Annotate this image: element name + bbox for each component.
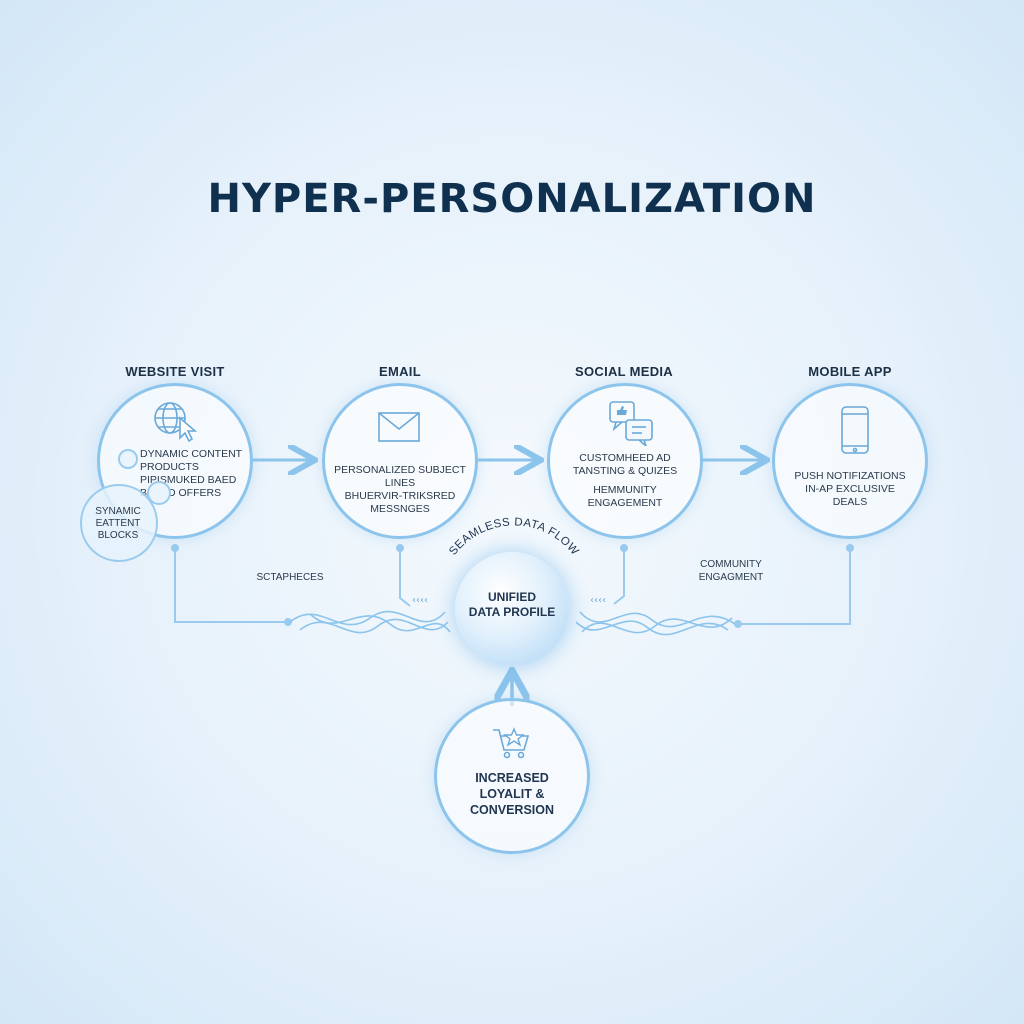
email-line-1: PERSONALIZED SUBJECT LINES (334, 464, 466, 489)
mobile-line-1: PUSH NOTIFIZATIONS (794, 470, 906, 482)
connector-mobile (738, 548, 851, 625)
outcome-circle (434, 698, 590, 854)
chat-bubbles-icon (609, 401, 653, 446)
social-line-2: TANSTING & QUIZES (572, 465, 678, 477)
envelope-icon (378, 412, 420, 442)
outcome-text: INCREASED LOYALIT & CONVERSION (436, 770, 588, 818)
unified-profile-text: UNIFIED DATA PROFILE (455, 590, 569, 620)
outcome-line-2: LOYALIT & (479, 787, 545, 801)
website-line-2: PRODUCTS (140, 461, 199, 473)
outcome-line-3: CONVERSION (469, 803, 555, 817)
stage-circle-social (547, 383, 703, 539)
stage-label-social: SOCIAL MEDIA (575, 364, 673, 379)
globe-cursor-icon (154, 402, 198, 442)
social-line-1: CUSTOMHEED AD (579, 452, 671, 464)
stage-circle-mobile (772, 383, 928, 539)
bubble-text: SYNAMIC EATTENT BLOCKS (80, 506, 156, 542)
stage-label-mobile: MOBILE APP (808, 364, 892, 379)
center-line-1: UNIFIED (488, 590, 536, 604)
mobile-line-3: DEALS (832, 496, 868, 508)
bubble-line-2: EATTENT (95, 518, 141, 529)
connector-email (399, 548, 411, 607)
bubble-connector-dot (147, 481, 171, 505)
stage-label-website: WEBSITE VISIT (125, 364, 225, 379)
data-flow-waves (289, 610, 736, 636)
social-text: CUSTOMHEED AD TANSTING & QUIZES HEMMUNIT… (547, 452, 703, 510)
page-title: HYPER-PERSONALIZATION (207, 176, 817, 222)
connector-social (613, 548, 625, 605)
mobile-text: PUSH NOTIFIZATIONS IN-AP EXCLUSIVE DEALS (772, 470, 928, 509)
flow-label-right-line-2: ENGAGMENT (698, 572, 764, 583)
mobile-line-2: IN-AP EXCLUSIVE (805, 483, 895, 495)
connector-website (174, 548, 288, 623)
location-pin-icon (118, 449, 138, 469)
unified-data-profile-orb (455, 552, 569, 666)
smartphone-icon (841, 406, 869, 454)
flow-label-left: SCTAPHECES (256, 572, 324, 583)
flow-label-right-line-1: COMMUNITY (700, 559, 762, 570)
shopping-cart-star-icon (493, 727, 530, 759)
flow-label-right: COMMUNITY ENGAGMENT (676, 558, 786, 584)
outcome-line-1: INCREASED (475, 771, 549, 785)
bubble-line-3: BLOCKS (97, 530, 139, 541)
center-line-2: DATA PROFILE (468, 605, 556, 619)
dynamic-content-bubble (80, 484, 158, 562)
email-line-3: MESSNGES (370, 503, 430, 515)
svg-text:‹‹‹‹: ‹‹‹‹ (412, 595, 428, 606)
bubble-line-1: SYNAMIC (95, 506, 141, 517)
email-text: PERSONALIZED SUBJECT LINES BHUERVIR-TRIK… (322, 464, 478, 516)
email-line-2: BHUERVIR-TRIKSRED (344, 490, 456, 502)
stage-label-email: EMAIL (379, 364, 421, 379)
website-line-1: DYNAMIC CONTENT (140, 448, 243, 460)
svg-text:‹‹‹‹: ‹‹‹‹ (590, 595, 606, 606)
social-line-4: ENGAGEMENT (587, 497, 663, 509)
social-line-3: HEMMUNITY (593, 484, 657, 496)
stage-circle-email (322, 383, 478, 539)
